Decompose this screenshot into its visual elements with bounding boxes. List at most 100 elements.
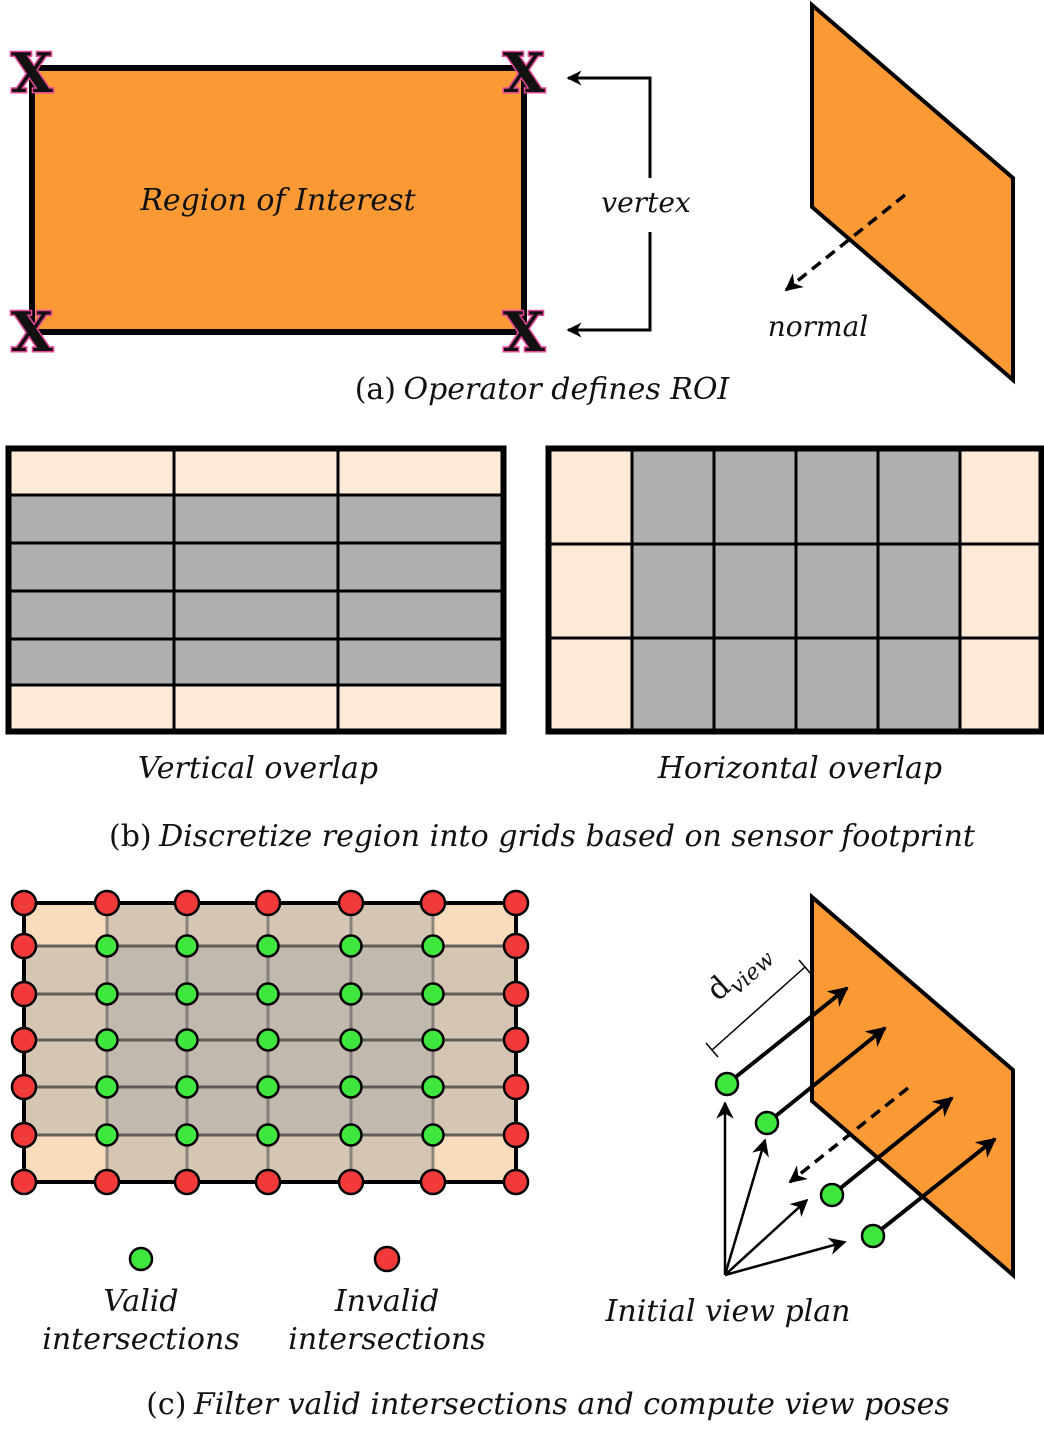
invalid-intersection xyxy=(173,1168,201,1196)
grid-cell xyxy=(8,448,176,497)
invalid-intersection xyxy=(10,1121,38,1149)
valid-intersection xyxy=(95,982,119,1006)
vertex-arrow-bottom xyxy=(566,232,652,338)
valid-intersection xyxy=(95,934,119,958)
normal-arrow-c xyxy=(788,1086,910,1184)
invalid-intersection xyxy=(93,889,121,917)
invalid-intersection xyxy=(502,1121,530,1149)
pose-fan-arrow xyxy=(724,1198,809,1276)
panel-b: Vertical overlap Horizontal overlap (b) … xyxy=(5,445,1044,854)
grid-cell xyxy=(336,541,504,593)
grid-cell xyxy=(172,448,340,497)
grid-cell xyxy=(958,448,1042,546)
vertex-marker-top-right: X xyxy=(502,40,547,107)
roi-plane xyxy=(810,0,1015,385)
invalid-intersection xyxy=(10,980,38,1008)
valid-intersection xyxy=(175,1075,199,1099)
view-pose-point xyxy=(860,1223,886,1249)
grid-horizontal-overlap xyxy=(545,445,1044,735)
pose-fan-arrow xyxy=(724,1237,847,1277)
grid-cell xyxy=(336,493,504,545)
invalid-intersection xyxy=(502,932,530,960)
grid-cell xyxy=(172,683,340,732)
valid-intersection xyxy=(95,1123,119,1147)
grid-cell xyxy=(712,448,798,546)
grid-cell xyxy=(172,493,340,545)
grid-cell xyxy=(172,541,340,593)
view-pose-point xyxy=(754,1110,780,1136)
invalid-intersection xyxy=(502,980,530,1008)
vertical-overlap-label: Vertical overlap xyxy=(138,751,378,786)
invalid-intersection xyxy=(10,1073,38,1101)
grid-vertical-overlap xyxy=(5,445,507,735)
grid-cell xyxy=(630,542,716,640)
valid-intersection xyxy=(256,982,280,1006)
invalid-legend-label-line2: intersections xyxy=(288,1322,485,1357)
grid-cell xyxy=(958,636,1042,732)
svg-text:X: X xyxy=(503,41,545,105)
view-direction-arrow xyxy=(725,986,849,1086)
grid-cell xyxy=(876,448,962,546)
grid-cell xyxy=(794,636,880,732)
valid-intersection xyxy=(95,1075,119,1099)
valid-intersection xyxy=(175,982,199,1006)
grid-cells xyxy=(548,448,1042,732)
grid-cell xyxy=(794,448,880,546)
svg-text:X: X xyxy=(11,300,53,364)
vertex-label: vertex xyxy=(601,186,691,219)
valid-intersection xyxy=(256,1075,280,1099)
grid-cell xyxy=(8,589,176,641)
valid-intersection xyxy=(421,982,445,1006)
valid-intersection xyxy=(256,1123,280,1147)
view-direction-arrow xyxy=(871,1137,997,1238)
valid-intersection xyxy=(421,934,445,958)
valid-intersection xyxy=(421,1075,445,1099)
vertex-marker-top-left: X xyxy=(10,40,55,107)
grid-cell xyxy=(876,636,962,732)
invalid-legend-label-line1: Invalid xyxy=(334,1284,439,1319)
grid-cell xyxy=(630,448,716,546)
view-direction-arrow xyxy=(830,1096,954,1197)
grid-cell xyxy=(794,542,880,640)
valid-intersection xyxy=(256,934,280,958)
dview-dimension: dview xyxy=(700,947,812,1058)
pose-fan-arrow xyxy=(723,1138,769,1276)
grid-cell xyxy=(8,637,176,687)
invalid-intersection xyxy=(419,889,447,917)
svg-text:X: X xyxy=(503,300,545,364)
invalid-intersection xyxy=(254,889,282,917)
vertex-marker-bottom-right: X xyxy=(502,299,547,366)
valid-intersection xyxy=(339,1028,363,1052)
invalid-legend-marker xyxy=(373,1245,401,1273)
invalid-intersection xyxy=(337,1168,365,1196)
horizontal-overlap-label: Horizontal overlap xyxy=(657,751,942,786)
grid-cell xyxy=(8,541,176,593)
valid-intersection xyxy=(339,1123,363,1147)
view-pose-point xyxy=(714,1071,740,1097)
grid-cell xyxy=(8,683,176,732)
grid-cell xyxy=(712,542,798,640)
caption-b: (b) Discretize region into grids based o… xyxy=(109,819,976,854)
invalid-intersection xyxy=(173,889,201,917)
invalid-intersection xyxy=(502,1026,530,1054)
intersection-points xyxy=(10,889,530,1196)
view-pose-point xyxy=(819,1182,845,1208)
view-direction-arrow xyxy=(765,1026,887,1125)
grid-cell xyxy=(548,636,634,732)
grid-cell xyxy=(8,493,176,545)
grid-cell xyxy=(336,589,504,641)
grid-cell xyxy=(712,636,798,732)
grid-cell xyxy=(630,636,716,732)
panel-a: Region of Interest X X X X vertex normal… xyxy=(10,0,1015,407)
grid-cell xyxy=(876,542,962,640)
invalid-intersection xyxy=(10,932,38,960)
valid-intersection xyxy=(339,1075,363,1099)
valid-legend-marker xyxy=(128,1246,154,1272)
roi-label: Region of Interest xyxy=(139,183,416,218)
roi-rectangle xyxy=(29,65,527,335)
vertex-marker-bottom-left: X xyxy=(10,299,55,366)
valid-intersection xyxy=(175,1123,199,1147)
grid-cell xyxy=(548,542,634,640)
valid-intersection xyxy=(421,1028,445,1052)
